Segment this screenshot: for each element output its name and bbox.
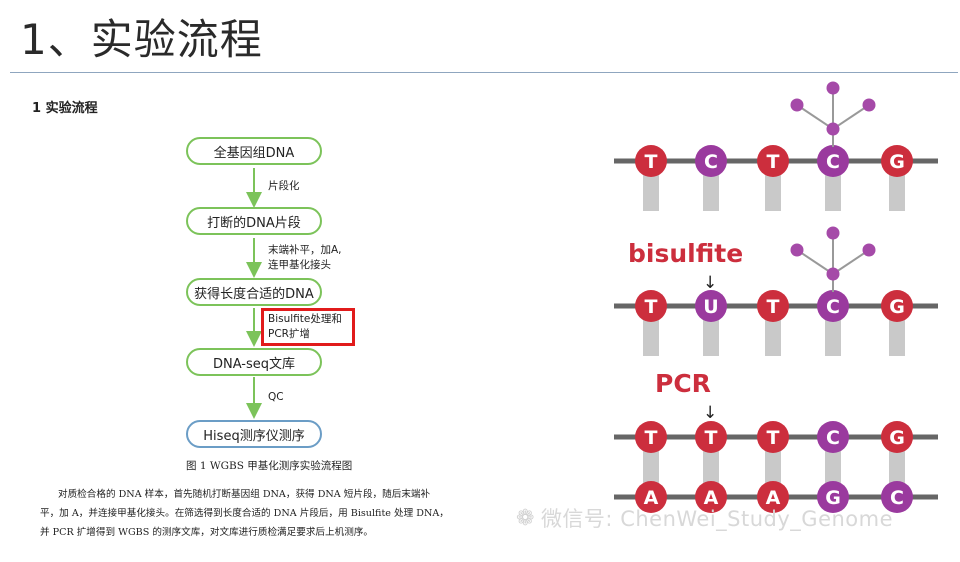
flow-node-sequencing: Hiseq测序仪测序 — [186, 420, 322, 448]
base-letter: G — [889, 296, 905, 318]
base-circle — [695, 421, 727, 453]
base-circle — [881, 290, 913, 322]
base-circle — [817, 421, 849, 453]
base-letter: A — [704, 487, 719, 509]
flow-node-genomic-dna: 全基因组DNA — [186, 137, 322, 165]
base-circle — [695, 290, 727, 322]
methyl-bond — [832, 104, 870, 130]
base-letter: T — [645, 427, 658, 449]
base-letter: T — [767, 427, 780, 449]
flow-node-size-selected-dna: 获得长度合适的DNA — [186, 278, 322, 306]
base-pair-stub — [889, 449, 905, 487]
bisulfite-arrow: ↓ — [703, 273, 717, 293]
base-letter: G — [889, 151, 905, 173]
body-line: 并 PCR 扩增得到 WGBS 的测序文库，对文库进行质检满足要求后上机测序。 — [40, 527, 373, 538]
highlight-box — [261, 308, 355, 346]
title-divider — [10, 72, 958, 73]
body-line: 平，加 A，并连接甲基化接头。在筛选得到长度合适的 DNA 片段后，用 Bisu… — [40, 508, 449, 519]
methyl-atom — [826, 81, 840, 95]
base-pair-stub — [765, 449, 781, 487]
body-line: 对质检合格的 DNA 样本，首先随机打断基因组 DNA，获得 DNA 短片段，随… — [58, 489, 431, 500]
base-circle — [881, 481, 913, 513]
base-pair-stub — [889, 318, 905, 356]
flow-node-fragmented-dna: 打断的DNA片段 — [186, 207, 322, 235]
base-circle — [695, 481, 727, 513]
base-letter: A — [766, 487, 781, 509]
base-pair-stub — [643, 449, 659, 487]
base-pair-stub — [825, 449, 841, 487]
base-letter: T — [767, 151, 780, 173]
base-circle — [757, 421, 789, 453]
base-circle — [635, 145, 667, 177]
methyl-bond — [796, 249, 834, 275]
base-letter: C — [704, 151, 718, 173]
base-letter: C — [826, 296, 840, 318]
base-pair-stub — [703, 318, 719, 356]
base-circle — [817, 290, 849, 322]
base-pair-stub — [703, 449, 719, 487]
base-letter: T — [645, 151, 658, 173]
base-pair-stub — [703, 173, 719, 211]
base-circle — [757, 145, 789, 177]
wechat-icon: ❁ — [516, 505, 535, 531]
base-letter: T — [767, 296, 780, 318]
step-label-qc: QC — [268, 391, 284, 403]
step-label-end-repair: 末端补平，加A, 连甲基化接头 — [268, 244, 342, 271]
base-circle — [817, 481, 849, 513]
base-pair-stub — [765, 318, 781, 356]
base-pair-stub — [825, 318, 841, 356]
section-heading: 1 实验流程 — [32, 101, 98, 116]
base-letter: G — [889, 427, 905, 449]
base-circle — [757, 481, 789, 513]
watermark: ❁ 微信号: ChenWei_Study_Genome — [516, 503, 893, 533]
base-pair-stub — [643, 318, 659, 356]
body-paragraph: 对质检合格的 DNA 样本，首先随机打断基因组 DNA，获得 DNA 短片段，随… — [40, 485, 460, 542]
flow-node-library: DNA-seq文库 — [186, 348, 322, 376]
base-letter: C — [890, 487, 904, 509]
base-circle — [635, 290, 667, 322]
base-pair-stub — [825, 173, 841, 211]
methyl-atom — [826, 122, 840, 136]
methyl-atom — [862, 98, 876, 112]
base-circle — [757, 290, 789, 322]
pcr-arrow: ↓ — [703, 403, 717, 423]
base-circle — [635, 481, 667, 513]
methyl-atom — [826, 267, 840, 281]
methyl-bond — [832, 249, 870, 275]
base-letter: U — [703, 296, 718, 318]
step-label-bisulfite-pcr: Bisulfite处理和 PCR扩增 — [268, 313, 342, 340]
base-letter: T — [705, 427, 718, 449]
pcr-label: PCR — [655, 369, 711, 398]
base-pair-stub — [643, 173, 659, 211]
base-circle — [695, 145, 727, 177]
bisulfite-label: bisulfite — [628, 239, 743, 268]
base-letter: C — [826, 427, 840, 449]
base-circle — [881, 421, 913, 453]
base-letter: C — [826, 151, 840, 173]
methyl-bond — [796, 104, 834, 130]
base-circle — [635, 421, 667, 453]
base-letter: A — [644, 487, 659, 509]
base-circle — [881, 145, 913, 177]
methyl-atom — [826, 226, 840, 240]
methyl-atom — [862, 243, 876, 257]
step-label-fragmentation: 片段化 — [268, 180, 300, 192]
watermark-text: 微信号: ChenWei_Study_Genome — [540, 507, 894, 531]
base-circle — [817, 145, 849, 177]
base-letter: G — [825, 487, 841, 509]
methyl-atom — [790, 98, 804, 112]
base-letter: T — [645, 296, 658, 318]
base-pair-stub — [765, 173, 781, 211]
slide-title: 1、实验流程 — [20, 15, 263, 64]
base-pair-stub — [889, 173, 905, 211]
figure-caption: 图 1 WGBS 甲基化测序实验流程图 — [186, 460, 353, 472]
methyl-atom — [790, 243, 804, 257]
